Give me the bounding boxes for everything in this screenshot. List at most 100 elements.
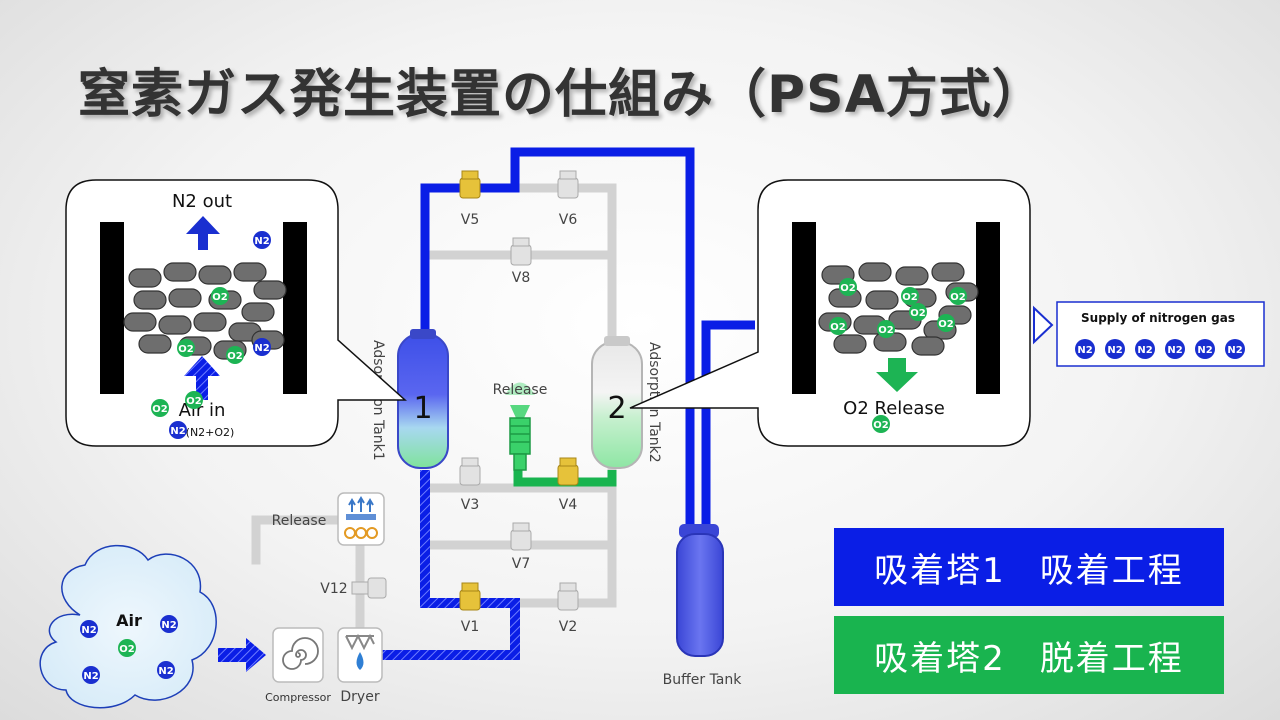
valve-v7-label: V7: [512, 556, 530, 572]
release-left-label: Release: [272, 513, 327, 529]
svg-text:O2: O2: [950, 292, 966, 303]
tank2-status-process: 脱着工程: [1039, 638, 1184, 679]
svg-text:N2: N2: [254, 236, 269, 247]
zoom-o2-molecule: O2: [877, 320, 895, 338]
tank2-number: 2: [607, 391, 626, 426]
zoom-o2-molecule: O2: [211, 287, 229, 305]
zoom-o2-molecule: O2: [839, 278, 857, 296]
svg-text:O2: O2: [212, 292, 228, 303]
tank1-zoom-callout: N2 out Air in (N2+O2) N2 O2 O2 O2 N2 O2 …: [65, 179, 407, 447]
supply-n2-molecule: N2: [1135, 339, 1155, 359]
svg-text:N2: N2: [81, 625, 96, 636]
svg-text:O2: O2: [878, 325, 894, 336]
supply-arrow-icon: [1033, 305, 1054, 345]
valve-v3[interactable]: V3: [459, 457, 481, 513]
adsorption-tank-1: 1 Adsorption Tank1: [370, 329, 449, 469]
dryer-screw-icon: [345, 633, 375, 651]
svg-text:N2: N2: [1197, 345, 1212, 356]
svg-text:O2: O2: [840, 283, 856, 294]
supply-n2-molecule: N2: [1195, 339, 1215, 359]
air-cloud: Air N2 N2 O2 N2 N2: [39, 544, 217, 709]
valve-v1[interactable]: V1: [459, 582, 481, 635]
valve-v5-label: V5: [461, 212, 479, 228]
svg-text:O2: O2: [873, 420, 889, 431]
o2-release-label: O2 Release: [843, 398, 945, 419]
tank1-status-box: 吸着塔1 吸着工程: [834, 528, 1224, 606]
release-center-label: Release: [493, 382, 548, 398]
supply-n2-molecule: N2: [1075, 339, 1095, 359]
valve-v2[interactable]: V2: [557, 582, 579, 635]
svg-text:N2: N2: [158, 666, 173, 677]
tank1-status-name: 吸着塔1: [874, 550, 1006, 591]
nitrogen-supply-panel: Supply of nitrogen gas N2 N2 N2 N2 N2 N2: [1033, 301, 1265, 367]
valve-v12-label: V12: [320, 581, 347, 597]
release-arrows-icon: [346, 496, 376, 520]
valve-v1-label: V1: [461, 619, 479, 635]
zoom-n2-molecule: N2: [169, 421, 187, 439]
buffer-tank: Buffer Tank: [663, 524, 743, 688]
tank1-number: 1: [413, 391, 432, 426]
valve-v7[interactable]: V7: [510, 522, 532, 572]
valve-v3-label: V3: [461, 497, 479, 513]
cloud-n2-molecule: N2: [82, 666, 100, 684]
valve-v5[interactable]: V5: [459, 170, 481, 228]
valve-v2-label: V2: [559, 619, 577, 635]
n2-out-label: N2 out: [172, 191, 232, 212]
tank2-status-name: 吸着塔2: [874, 638, 1006, 679]
air-in-arrow: [184, 356, 220, 400]
zoom-o2-molecule: O2: [151, 399, 169, 417]
zoom-o2-molecule: O2: [872, 415, 890, 433]
compressor-label: Compressor: [265, 691, 331, 704]
water-drop-icon: [356, 652, 364, 670]
zoom-o2-molecule: O2: [177, 339, 195, 357]
left-release-unit: Release: [272, 492, 385, 546]
valve-v4-label: V4: [559, 497, 578, 513]
valve-v6[interactable]: V6: [557, 170, 579, 228]
supply-n2-molecule: N2: [1105, 339, 1125, 359]
air-inflow-arrow: [218, 638, 266, 672]
svg-text:O2: O2: [902, 292, 918, 303]
valve-v8-label: V8: [512, 270, 530, 286]
valve-v6-label: V6: [559, 212, 578, 228]
cloud-n2-molecule: N2: [160, 615, 178, 633]
air-flow-piping: [380, 470, 520, 660]
svg-text:N2: N2: [254, 343, 269, 354]
svg-text:O2: O2: [830, 322, 846, 333]
tank2-zoom-callout: O2 Release O2 O2 O2 O2 O2 O2 O2 O2: [629, 179, 1031, 447]
tank1-status-process: 吸着工程: [1039, 550, 1184, 591]
zoom-o2-molecule: O2: [829, 317, 847, 335]
zoom-o2-molecule: O2: [901, 287, 919, 305]
svg-text:N2: N2: [1227, 345, 1242, 356]
supply-label: Supply of nitrogen gas: [1081, 311, 1235, 325]
svg-text:O2: O2: [152, 404, 168, 415]
svg-text:O2: O2: [186, 396, 202, 407]
buffer-tank-label: Buffer Tank: [663, 672, 743, 688]
svg-text:O2: O2: [119, 644, 135, 655]
air-cloud-label: Air: [116, 611, 142, 630]
valve-v12[interactable]: V12: [320, 577, 387, 599]
svg-text:N2: N2: [1137, 345, 1152, 356]
zoom-o2-molecule: O2: [949, 287, 967, 305]
page-title: 窒素ガス発生装置の仕組み（PSA方式）: [78, 65, 1045, 125]
svg-text:O2: O2: [227, 351, 243, 362]
supply-n2-molecule: N2: [1225, 339, 1245, 359]
heater-coil-icon: [344, 527, 378, 539]
cloud-o2-molecule: O2: [118, 639, 136, 657]
zoom-o2-molecule: O2: [226, 346, 244, 364]
supply-n2-molecule: N2: [1165, 339, 1185, 359]
svg-text:O2: O2: [938, 319, 954, 330]
zoom-o2-molecule: O2: [909, 303, 927, 321]
valve-v8[interactable]: V8: [510, 237, 532, 286]
zoom-n2-molecule: N2: [253, 231, 271, 249]
air-in-sub-label: (N2+O2): [186, 426, 235, 439]
svg-text:N2: N2: [161, 620, 176, 631]
dryer: Dryer: [337, 627, 383, 705]
nitrogen-flow-piping: [420, 147, 755, 528]
zoom-n2-molecule: N2: [253, 338, 271, 356]
svg-text:N2: N2: [1167, 345, 1182, 356]
tank2-status-box: 吸着塔2 脱着工程: [834, 616, 1224, 694]
dryer-label: Dryer: [340, 689, 379, 705]
valve-v4[interactable]: V4: [557, 457, 579, 513]
cloud-n2-molecule: N2: [80, 620, 98, 638]
